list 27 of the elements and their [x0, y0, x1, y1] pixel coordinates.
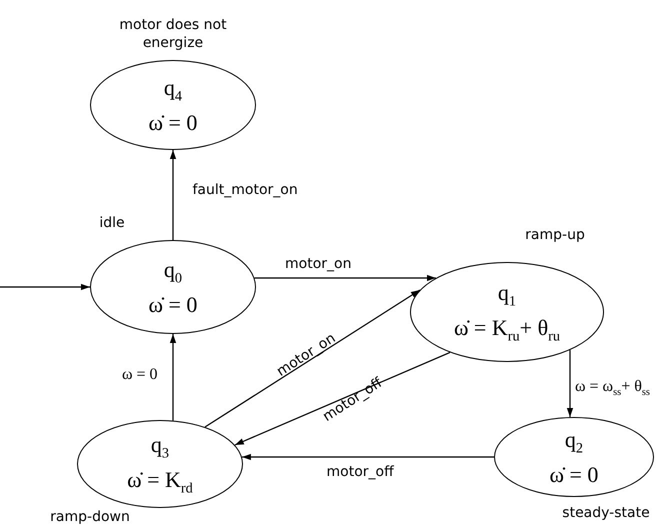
state-name: q$_{1}$: [498, 278, 516, 312]
edge-label: motor_on: [283, 256, 354, 272]
transition-arrow: [254, 274, 436, 282]
state-caption: motor does not energize: [118, 17, 228, 52]
edge-label: fault_motor_on: [190, 182, 300, 198]
transition-arrow: [234, 352, 450, 446]
state-equation: ω̇ = 0: [148, 290, 198, 319]
state-name: q$_{4}$: [164, 74, 182, 106]
state-caption: ramp-down: [49, 508, 131, 526]
transition-arrow: [0, 284, 90, 290]
state-name: q$_{3}$: [150, 430, 170, 464]
transition-arrow: [566, 350, 574, 418]
state-caption: steady-state: [561, 504, 651, 522]
state-caption: ramp-up: [524, 226, 586, 244]
state-name: q$_{0}$: [164, 256, 182, 288]
transition-arrow: [204, 290, 420, 428]
transition-arrow: [170, 334, 176, 421]
edge-label: motor_off: [324, 464, 396, 480]
state-equation: ω̇ = K$_{ru}$+ θ$_{ru}$: [454, 314, 560, 346]
state-equation: ω̇ = 0: [148, 108, 198, 137]
edge-label: ω = ω$_{ss}$+ θ$_{ss}$: [575, 378, 650, 398]
state-caption: idle: [98, 214, 126, 232]
state-equation: ω̇ = K$_{rd}$: [127, 466, 193, 498]
state-equation: ω̇ = 0: [550, 460, 598, 489]
state-name: q$_{2}$: [564, 426, 584, 458]
transition-arrow: [170, 150, 176, 240]
transition-arrow: [242, 454, 494, 460]
